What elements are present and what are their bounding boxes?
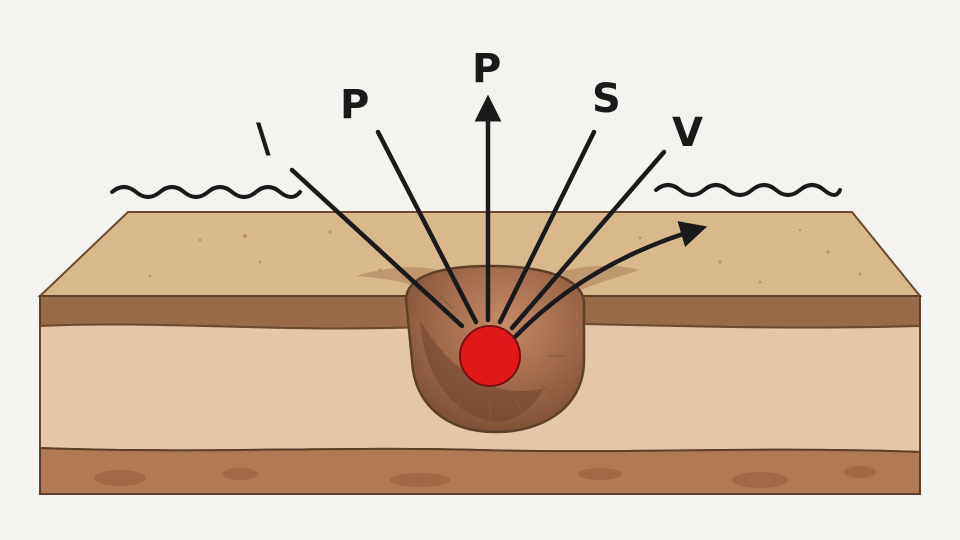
earthquake-focus (459, 325, 521, 387)
label-v: V (672, 110, 703, 156)
label-tick: \ (256, 116, 271, 162)
surface-wave-right (654, 183, 842, 197)
seismic-rays (289, 94, 708, 341)
label-p-left: P (340, 82, 369, 128)
pit-inner-shade (420, 320, 544, 422)
ray-curved-arrow (511, 221, 708, 341)
label-s: S (592, 76, 621, 122)
bottom-layer (39, 446, 921, 495)
ray-s (497, 129, 597, 325)
ray-far-left (289, 167, 465, 329)
ray-p-left (375, 129, 479, 325)
label-p-center: P (472, 46, 501, 92)
bottom-layer-blotches (94, 466, 876, 488)
ray-v (509, 149, 667, 331)
soil-speckles (148, 228, 862, 284)
surface-wave-left (110, 185, 302, 199)
